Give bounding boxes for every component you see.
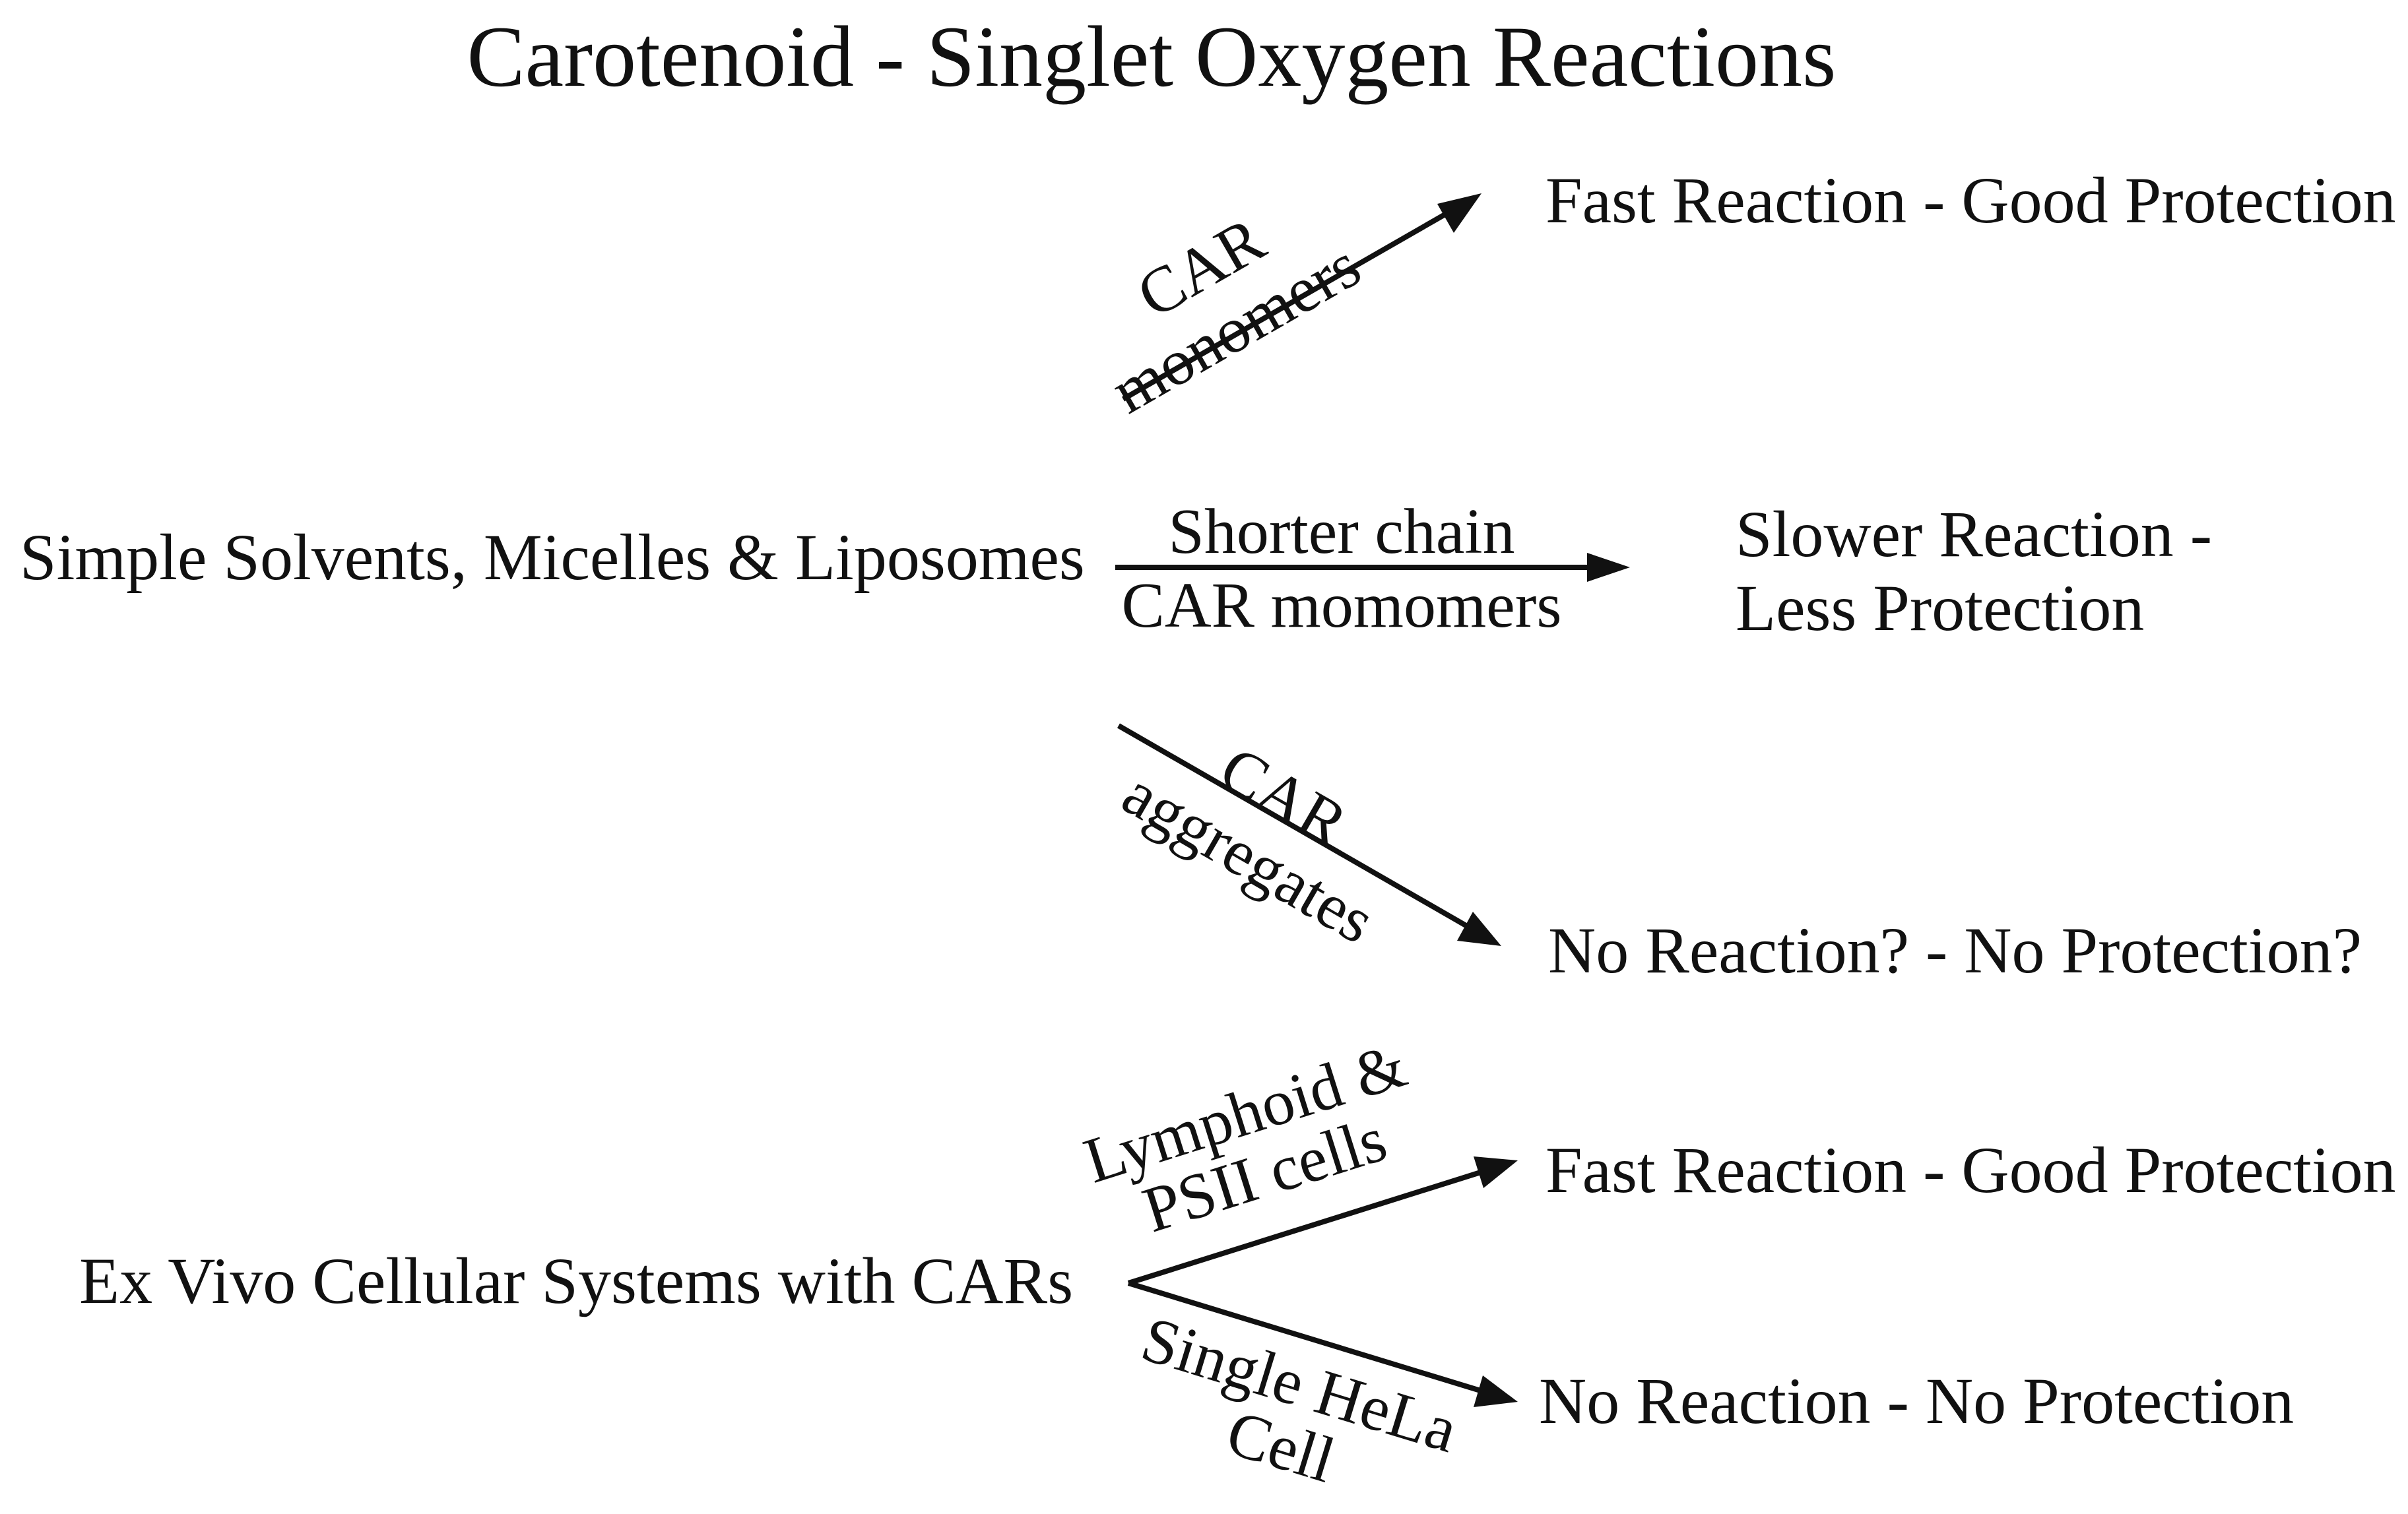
- source-ex-vivo-systems: Ex Vivo Cellular Systems with CARs: [79, 1244, 1073, 1317]
- arrowhead-shorter-chain: [1587, 553, 1630, 582]
- outcome-fast-reaction-bottom: Fast Reaction - Good Protection: [1546, 1133, 2396, 1207]
- arrowhead-car-aggregates: [1457, 912, 1501, 946]
- label-lymphoid-psii: Lymphoid & PSII cells: [1076, 1029, 1415, 1246]
- arrow-shorter-chain: [1115, 553, 1630, 582]
- arrowhead-lymphoid-psii: [1474, 1156, 1518, 1188]
- arrow-lymphoid-psii: [1127, 1156, 1518, 1286]
- outcome-fast-reaction-top: Fast Reaction - Good Protection: [1546, 164, 2396, 237]
- label-car-monomers: CAR monomers: [1100, 204, 1373, 427]
- arrow-car-monomers: [1122, 193, 1481, 402]
- diagram-title: Carotenoid - Singlet Oxygen Reactions: [467, 8, 1837, 105]
- outcome-slower-reaction-line2: Less Protection: [1736, 571, 2144, 645]
- outcome-no-reaction: No Reaction - No Protection: [1539, 1364, 2294, 1437]
- arrowhead-car-monomers: [1437, 193, 1481, 233]
- label-car-aggregates: CAR aggregates: [1111, 733, 1386, 957]
- outcome-slower-reaction-line1: Slower Reaction -: [1736, 497, 2212, 571]
- label-shorter-chain-bottom: CAR momomers: [1122, 570, 1562, 641]
- arrow-car-aggregates: [1117, 723, 1501, 946]
- arrowhead-single-hela: [1474, 1375, 1518, 1407]
- arrow-single-hela: [1127, 1280, 1518, 1407]
- outcome-no-reaction-question: No Reaction? - No Protection?: [1548, 914, 2362, 987]
- source-simple-systems: Simple Solvents, Micelles & Liposomes: [20, 520, 1085, 594]
- label-shorter-chain-top: Shorter chain: [1168, 496, 1514, 567]
